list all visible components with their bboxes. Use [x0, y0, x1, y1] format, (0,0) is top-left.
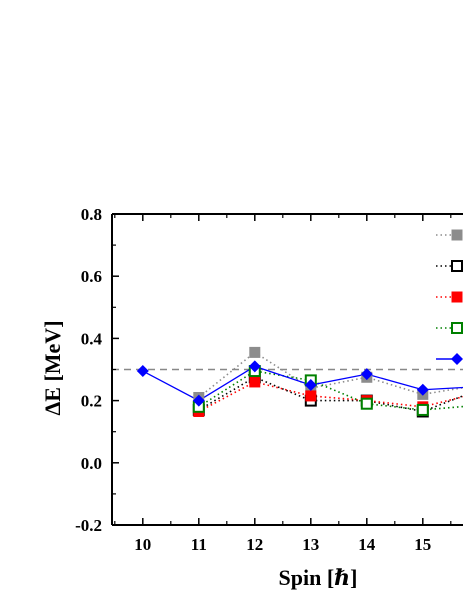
legend-marker-2 — [451, 291, 463, 303]
x-tick-label: 11 — [191, 535, 207, 554]
series-3-line — [198, 370, 463, 411]
y-tick-label: 0.8 — [81, 205, 102, 224]
series-2-point — [249, 376, 261, 388]
legend-marker-0 — [451, 229, 463, 241]
x-tick-label: 13 — [302, 535, 319, 554]
series-4-point — [304, 379, 317, 392]
series-0-line — [198, 351, 463, 399]
legend-marker-3 — [451, 322, 463, 334]
x-tick-label: 10 — [134, 535, 151, 554]
series-4-point — [416, 383, 429, 396]
y-tick-label: 0.0 — [81, 454, 102, 473]
series-0-point — [249, 346, 261, 358]
x-tick-label: 14 — [358, 535, 376, 554]
legend-marker-1 — [451, 260, 463, 272]
y-tick-label: 0.2 — [81, 392, 102, 411]
series-4-line — [142, 365, 463, 402]
y-tick-label: 0.4 — [81, 329, 103, 348]
x-axis-title: Spin [ℏ] — [279, 565, 358, 590]
y-tick-label: 0.6 — [81, 267, 102, 286]
series-3-point — [416, 403, 429, 416]
series-4-point — [248, 360, 261, 373]
y-tick-label: -0.2 — [75, 516, 102, 535]
series-4-point — [192, 394, 205, 407]
series-4-point — [360, 368, 373, 381]
series-2-line — [198, 381, 463, 413]
legend-marker-4 — [451, 353, 463, 365]
series-1-line — [198, 376, 463, 413]
x-tick-label: 15 — [414, 535, 431, 554]
series-3-point — [360, 397, 373, 410]
y-axis-title: ΔE [MeV] — [40, 320, 65, 415]
series-4-point — [136, 365, 149, 378]
series-2-point — [305, 390, 317, 402]
x-tick-label: 12 — [246, 535, 263, 554]
